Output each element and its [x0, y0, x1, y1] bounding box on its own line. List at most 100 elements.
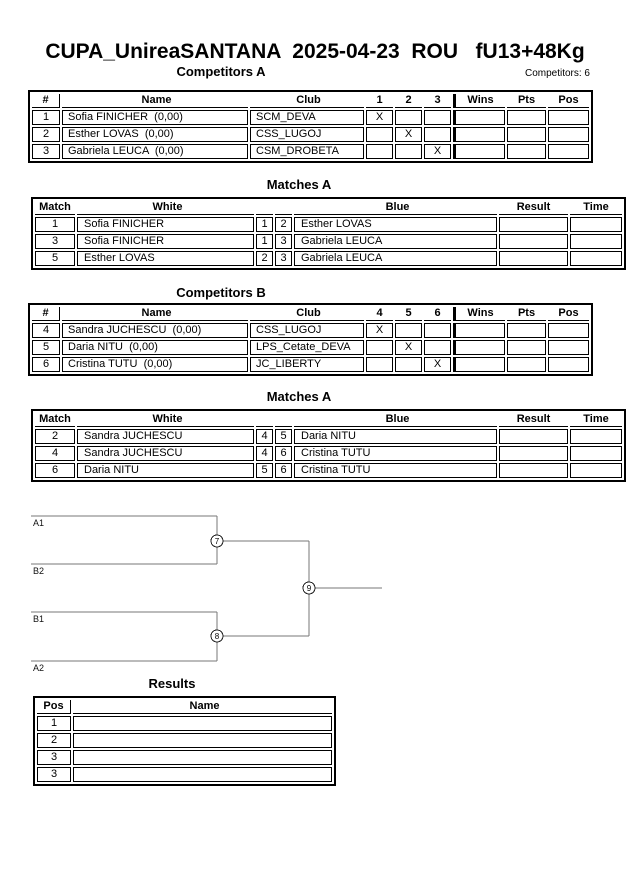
cell: X [366, 110, 393, 125]
header-cell: Pos [37, 700, 71, 714]
cell [366, 127, 393, 142]
table-row: 1 [37, 716, 332, 731]
cell [548, 110, 589, 125]
header-cell [275, 413, 292, 427]
table-row: 3 [37, 767, 332, 782]
cell: Cristina TUTU [294, 446, 497, 461]
cell: 1 [37, 716, 71, 731]
cell: 5 [256, 463, 273, 478]
cell: 1 [256, 217, 273, 232]
cell: 4 [35, 446, 75, 461]
cell: LPS_Cetate_DEVA [250, 340, 364, 355]
cell: 6 [35, 463, 75, 478]
header-cell [256, 201, 273, 215]
cell [453, 357, 505, 372]
table-row: 3 [37, 750, 332, 765]
header-cell: Pos [548, 307, 589, 321]
cell: 1 [32, 110, 60, 125]
header-cell [256, 413, 273, 427]
cell: 4 [256, 429, 273, 444]
cell [424, 340, 451, 355]
match-8-node [210, 629, 224, 643]
cell: Esther LOVAS [77, 251, 254, 266]
bracket-label-a1: A1 [33, 518, 44, 528]
cell [453, 323, 505, 338]
section-title-matches-b: Matches A [266, 389, 332, 404]
cell [548, 144, 589, 159]
header-cell: Name [62, 307, 248, 321]
cell: 2 [35, 429, 75, 444]
cell [499, 251, 568, 266]
bracket-label-b1: B1 [33, 614, 44, 624]
header-cell: Club [250, 94, 364, 108]
section-title-competitors-a: Competitors A [176, 64, 266, 79]
cell: Cristina TUTU [294, 463, 497, 478]
header-cell: White [77, 201, 254, 215]
cell: Gabriela LEUCA (0,00) [62, 144, 248, 159]
header-cell: Name [73, 700, 332, 714]
cell: 5 [275, 429, 292, 444]
cell: X [395, 127, 422, 142]
cell: Daria NITU (0,00) [62, 340, 248, 355]
cell [73, 750, 332, 765]
cell: Esther LOVAS (0,00) [62, 127, 248, 142]
cell [499, 217, 568, 232]
match-9-node [302, 581, 316, 595]
cell: 3 [275, 251, 292, 266]
cell [453, 110, 505, 125]
cell: 2 [275, 217, 292, 232]
elimination-bracket: 7 8 9 A1 B2 B1 A2 [31, 515, 382, 673]
cell [424, 110, 451, 125]
header-cell: Blue [294, 413, 497, 427]
cell: 3 [32, 144, 60, 159]
cell [570, 234, 622, 249]
cell [453, 127, 505, 142]
cell: 1 [35, 217, 75, 232]
cell: 3 [275, 234, 292, 249]
header-cell: Time [570, 201, 622, 215]
match-7-number: 7 [215, 537, 220, 546]
cell: SCM_DEVA [250, 110, 364, 125]
match-8-number: 8 [215, 632, 220, 641]
cell: 3 [37, 767, 71, 782]
header-cell: White [77, 413, 254, 427]
cell: 6 [275, 463, 292, 478]
cell [366, 357, 393, 372]
cell: Sandra JUCHESCU [77, 446, 254, 461]
cell [73, 767, 332, 782]
competitors-count: Competitors: 6 [524, 68, 590, 79]
cell: Sofia FINICHER [77, 217, 254, 232]
cell [424, 323, 451, 338]
cell: X [424, 144, 451, 159]
cell [507, 340, 546, 355]
cell [570, 217, 622, 232]
bracket-label-a2: A2 [33, 663, 44, 673]
cell [548, 323, 589, 338]
cell: Daria NITU [294, 429, 497, 444]
cell [73, 733, 332, 748]
header-cell [275, 201, 292, 215]
cell [499, 463, 568, 478]
cell: Gabriela LEUCA [294, 251, 497, 266]
cell [499, 429, 568, 444]
cell: Sofia FINICHER (0,00) [62, 110, 248, 125]
